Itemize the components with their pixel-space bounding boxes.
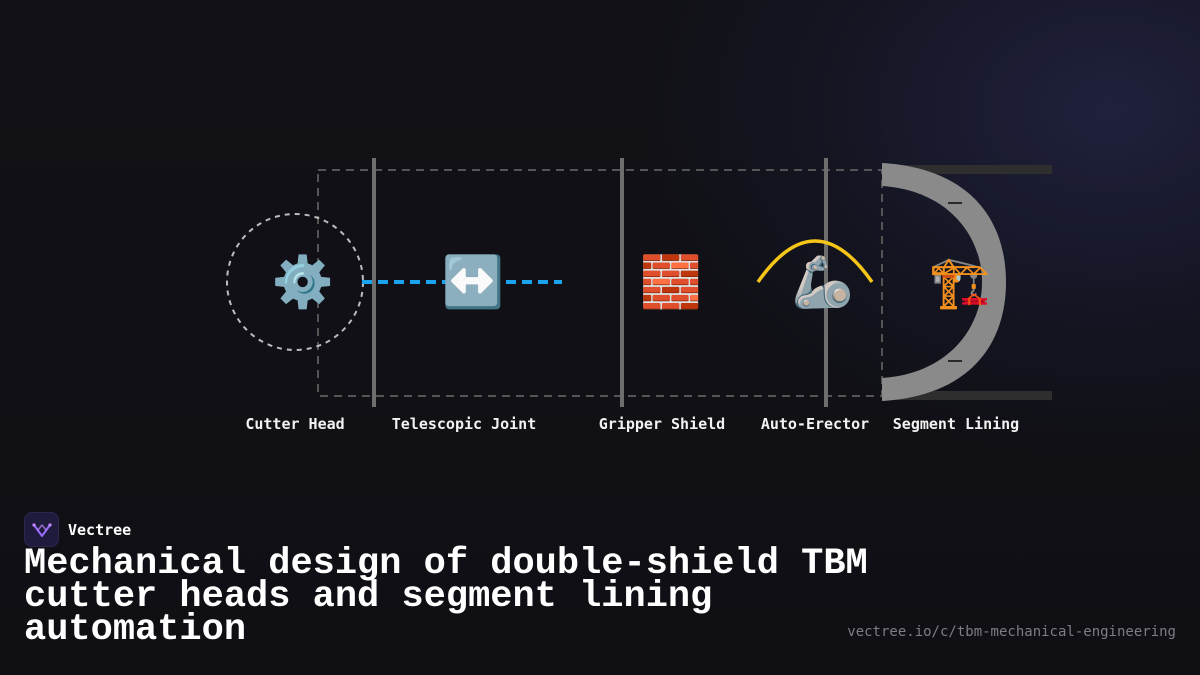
page-url: vectree.io/c/tbm-mechanical-engineering bbox=[847, 624, 1176, 640]
segment-lining-shape bbox=[882, 163, 1006, 401]
brand-name: Vectree bbox=[68, 520, 132, 539]
lining-bar-bottom bbox=[884, 391, 1052, 400]
stage-label-segment-lining: Segment Lining bbox=[892, 415, 1020, 433]
stage-label-auto-erector: Auto-Erector bbox=[760, 415, 870, 433]
machine-outline bbox=[317, 169, 883, 397]
brick-icon: 🧱 bbox=[639, 253, 703, 311]
left-right-arrow-icon: ↔️ bbox=[441, 253, 505, 311]
vectree-logo-icon bbox=[24, 512, 59, 547]
gear-icon: ⚙️ bbox=[271, 253, 335, 311]
stage-label-telescopic-joint: Telescopic Joint bbox=[391, 415, 537, 433]
vectree-logo-mark bbox=[31, 522, 52, 537]
crane-icon: 🏗️ bbox=[928, 253, 992, 311]
stage-label-gripper-shield: Gripper Shield bbox=[598, 415, 726, 433]
mechanical-arm-icon: 🦾 bbox=[791, 253, 855, 311]
lining-bar-top bbox=[884, 165, 1052, 174]
stage-label-cutter-head: Cutter Head bbox=[245, 415, 345, 433]
page-title: Mechanical design of double-shield TBM c… bbox=[24, 543, 868, 651]
brand: Vectree bbox=[24, 512, 131, 547]
erector-arc bbox=[756, 239, 874, 283]
